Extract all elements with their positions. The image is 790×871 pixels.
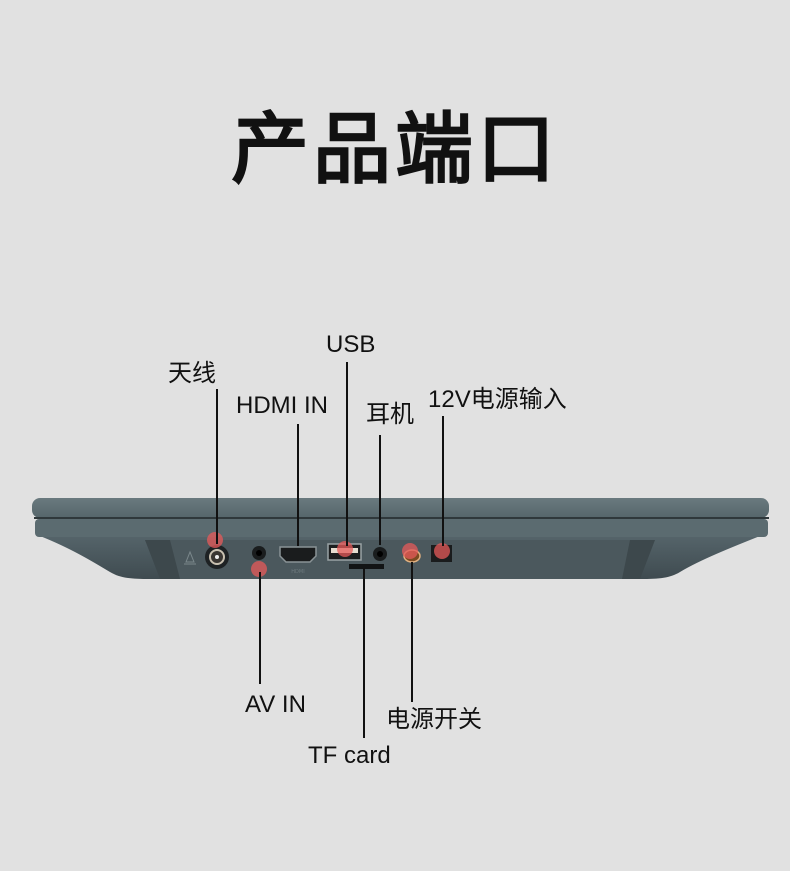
antenna-marker [207, 532, 223, 548]
hdmi-leader-line [297, 424, 299, 546]
power-input-marker [434, 543, 450, 559]
tf-card-leader-line [363, 568, 365, 738]
av-in-marker [251, 561, 267, 577]
earphone-label: 耳机 [366, 401, 414, 428]
tf-card-label: TF card [308, 742, 391, 769]
power-switch-label: 电源开关 [386, 706, 482, 733]
earphone-leader-line [379, 435, 381, 545]
antenna-label: 天线 [168, 360, 216, 387]
usb-marker [337, 541, 353, 557]
power-switch-marker [402, 543, 418, 559]
power-input-label: 12V电源输入 [428, 386, 567, 413]
usb-leader-line [346, 362, 348, 546]
usb-label: USB [326, 331, 376, 358]
power-switch-leader-line [411, 562, 413, 702]
av-in-label: AV IN [245, 691, 306, 718]
antenna-leader-line [216, 389, 218, 544]
hdmi-in-label: HDMI IN [236, 392, 328, 419]
av-in-leader-line [259, 572, 261, 684]
svg-text:HDMI: HDMI [291, 569, 304, 575]
page-title: 产品端口 [230, 105, 559, 195]
power-input-leader-line [442, 416, 444, 546]
